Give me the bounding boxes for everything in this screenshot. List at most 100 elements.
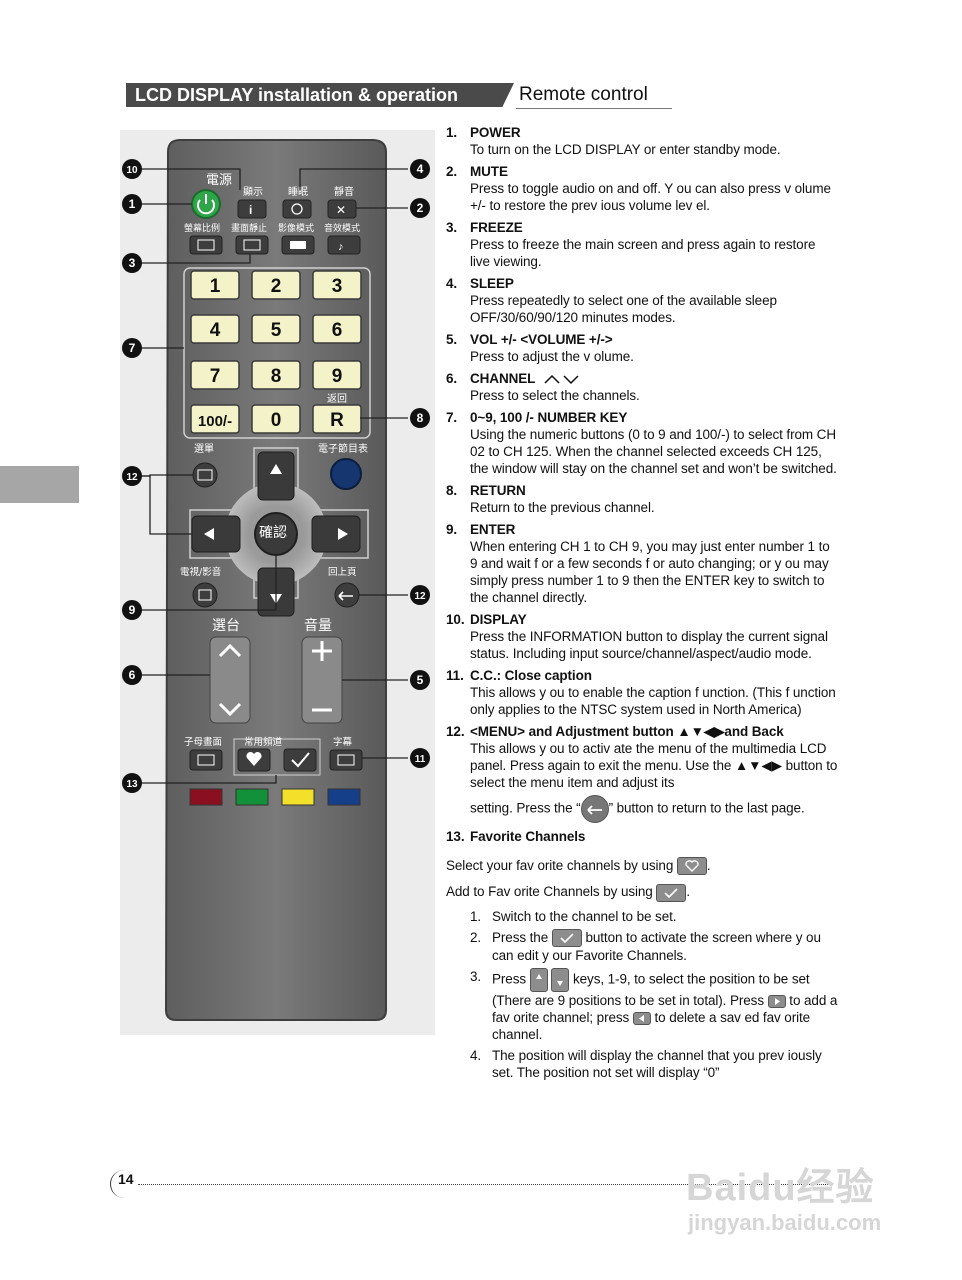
item-desc: This allows y ou to activ ate the menu o… — [470, 741, 838, 790]
page-number: 14 — [118, 1171, 134, 1187]
callout-badge — [122, 600, 142, 620]
pip-icon — [197, 754, 215, 766]
item-desc-2: setting. Press the “ ” button to return … — [470, 795, 838, 823]
number-key[interactable] — [312, 270, 362, 300]
tv-av-button[interactable] — [192, 582, 218, 608]
callout-badge — [122, 253, 142, 273]
number-key[interactable] — [312, 314, 362, 344]
callout-number: 11 — [415, 754, 426, 765]
left-button[interactable] — [191, 515, 241, 553]
channel-rocker[interactable] — [209, 636, 251, 724]
display-button[interactable] — [237, 199, 267, 219]
number-key[interactable] — [190, 270, 240, 300]
item-freeze: 3. FREEZE Press to freeze the main scree… — [446, 219, 838, 270]
sleep-button[interactable] — [282, 199, 312, 219]
number-key[interactable] — [190, 404, 240, 434]
callout-number: 10 — [126, 165, 138, 176]
left-key-icon — [632, 1012, 651, 1026]
favorites-steps: 1. Switch to the channel to be set. 2. P… — [446, 908, 838, 1081]
watermark-url: jingyan.baidu.com — [688, 1210, 882, 1235]
number-key[interactable] — [312, 360, 362, 390]
sound-mode-button[interactable] — [327, 235, 361, 255]
item-title: DISPLAY — [470, 612, 527, 627]
color-button[interactable] — [327, 788, 361, 806]
item-display: 10. DISPLAY Press the INFORMATION button… — [446, 611, 838, 662]
back-label: 回上頁 — [328, 567, 357, 578]
sleep-label: 睡眠 — [288, 185, 308, 198]
epg-button[interactable] — [330, 458, 362, 490]
caption-button[interactable] — [329, 749, 363, 771]
number-key[interactable] — [251, 270, 301, 300]
freeze-icon — [243, 239, 261, 251]
pip-button[interactable] — [189, 749, 223, 771]
step-2: 2. Press the button to activate the scre… — [470, 929, 821, 964]
item-title: RETURN — [470, 483, 526, 498]
caption-label: 字幕 — [333, 736, 353, 748]
favorite-label: 常用頻道 — [244, 736, 283, 748]
favorite-frame — [233, 738, 321, 776]
sound-mode-label: 音效模式 — [324, 222, 360, 234]
callout-badge — [122, 773, 142, 793]
color-button[interactable] — [189, 788, 223, 806]
number-key[interactable] — [251, 404, 301, 434]
item-desc: Press the INFORMATION button to display … — [470, 629, 828, 661]
heart-icon — [246, 751, 262, 766]
number-key[interactable] — [190, 314, 240, 344]
return-label: 返回 — [327, 393, 347, 405]
footer-dotted-rule — [138, 1184, 832, 1185]
callout-badge — [122, 159, 142, 179]
item-desc: Press to adjust the v olume. — [470, 349, 634, 364]
epg-label: 電子節目表 — [318, 442, 368, 455]
callout-badge — [410, 670, 430, 690]
number-key[interactable] — [251, 360, 301, 390]
channel-chevrons-icon — [544, 375, 579, 385]
number-key-label: 7 — [210, 366, 221, 387]
item-title: CHANNEL — [470, 370, 838, 387]
freeze-button[interactable] — [235, 235, 269, 255]
power-label: 電源 — [206, 173, 232, 188]
tv-av-label: 電視/影音 — [180, 566, 221, 578]
volume-up-icon — [312, 641, 332, 661]
back-button[interactable] — [334, 582, 360, 608]
number-key[interactable] — [251, 314, 301, 344]
mute-button[interactable] — [327, 199, 357, 219]
up-arrow-icon — [270, 464, 282, 474]
step-1: 1. Switch to the channel to be set. — [470, 908, 677, 924]
display-label: 顯示 — [243, 186, 263, 198]
menu-button[interactable] — [192, 462, 218, 488]
aspect-button[interactable] — [189, 235, 223, 255]
down-key-icon — [551, 968, 570, 993]
color-button[interactable] — [281, 788, 315, 806]
favorite-check-button[interactable] — [283, 748, 317, 772]
number-key-label: R — [330, 410, 344, 431]
item-caption: 11. C.C.: Close caption This allows y ou… — [446, 667, 838, 718]
item-title: SLEEP — [470, 276, 514, 291]
watermark: Baidu经验 jingyan.baidu.com — [660, 1150, 920, 1245]
right-button[interactable] — [311, 515, 361, 553]
menu-icon — [197, 469, 213, 481]
number-key[interactable] — [312, 404, 362, 434]
up-button[interactable] — [257, 451, 295, 501]
heart-button-icon — [676, 857, 707, 876]
caption-icon — [337, 754, 355, 766]
favorites-add: Add to Fav orite Channels by using . — [446, 883, 838, 902]
color-button[interactable] — [235, 788, 269, 806]
item-desc: To turn on the LCD DISPLAY or enter stan… — [470, 142, 781, 157]
color-buttons — [189, 788, 361, 806]
input-icon — [198, 589, 212, 601]
menu-label: 選單 — [194, 442, 214, 455]
callout-badge — [410, 585, 430, 605]
item-title: FREEZE — [470, 220, 523, 235]
page-bracket — [110, 1170, 124, 1198]
section-title: LCD DISPLAY installation & operation — [126, 83, 514, 107]
number-key-label: 3 — [332, 276, 343, 297]
item-title: MUTE — [470, 164, 508, 179]
freeze-label: 畫面靜止 — [231, 222, 267, 234]
item-title: Favorite Channels — [470, 829, 586, 844]
item-desc: When entering CH 1 to CH 9, you may just… — [470, 539, 830, 605]
callout-badge — [122, 194, 142, 214]
picture-mode-label: 影像模式 — [278, 222, 314, 234]
callout-number: 5 — [417, 673, 424, 687]
number-key[interactable] — [190, 360, 240, 390]
